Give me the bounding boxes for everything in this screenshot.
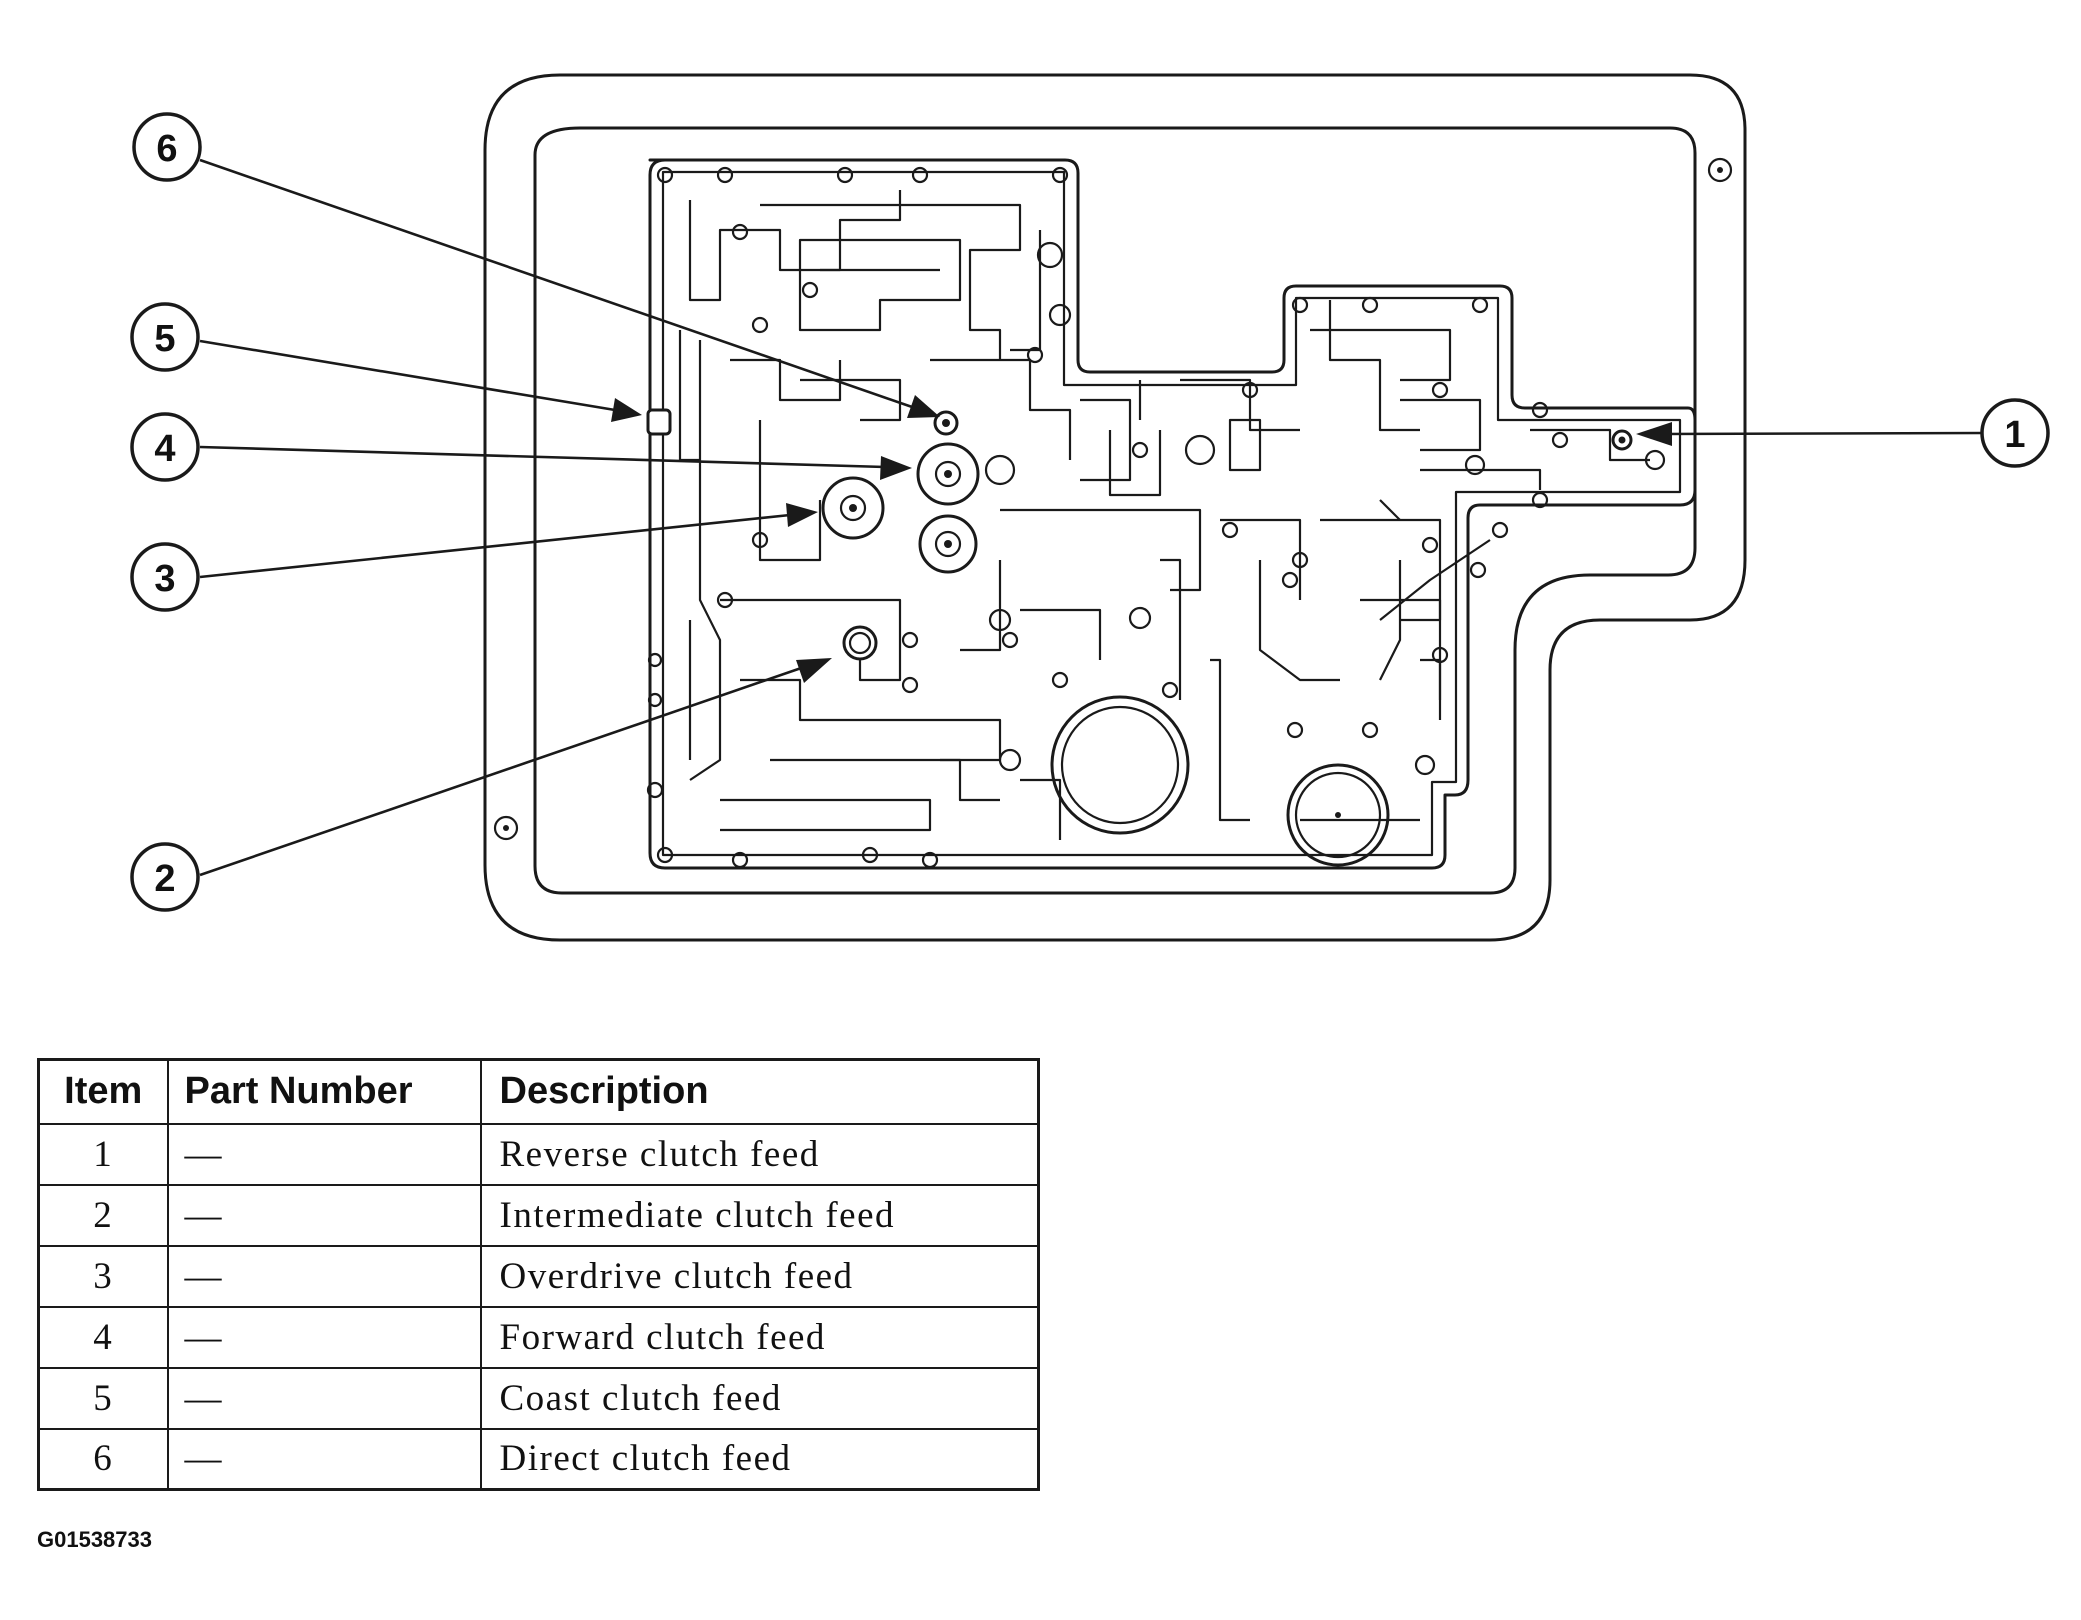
svg-text:1: 1	[2004, 414, 2025, 456]
pan-bolt-hole	[493, 815, 519, 841]
table-row: 4 — Forward clutch feed	[37, 1305, 1040, 1369]
callout-2: 2	[130, 842, 200, 912]
valve-body-outline	[648, 158, 1697, 870]
header-description: Description	[479, 1058, 1040, 1125]
valve-body-diagram: 1 2 3 4 5 6	[130, 73, 2050, 942]
svg-text:5: 5	[154, 318, 175, 360]
leader-line-5	[199, 339, 616, 412]
cell-part-number: —	[166, 1427, 482, 1491]
svg-text:6: 6	[156, 128, 177, 170]
port-forward-clutch-feed	[916, 442, 980, 506]
svg-text:3: 3	[154, 558, 175, 600]
cell-item: 5	[37, 1366, 169, 1430]
bolt-holes	[646, 166, 1666, 869]
cell-item: 6	[37, 1427, 169, 1491]
port-direct-clutch-feed	[933, 410, 959, 436]
callout-1: 1	[1980, 398, 2050, 468]
svg-text:4: 4	[154, 428, 175, 470]
cell-description: Coast clutch feed	[479, 1366, 1040, 1430]
cell-part-number: —	[166, 1305, 482, 1369]
header-item: Item	[37, 1058, 169, 1125]
port-overdrive-clutch-feed	[821, 476, 885, 540]
cell-description: Intermediate clutch feed	[479, 1183, 1040, 1247]
cell-item: 2	[37, 1183, 169, 1247]
leader-line-4	[199, 445, 886, 469]
pan-bolt-hole	[1707, 157, 1733, 183]
cell-description: Forward clutch feed	[479, 1305, 1040, 1369]
table-row: 1 — Reverse clutch feed	[37, 1122, 1040, 1186]
cell-item: 3	[37, 1244, 169, 1308]
callout-6: 6	[132, 112, 202, 182]
valve-bore-medium	[1286, 763, 1390, 867]
cell-description: Reverse clutch feed	[479, 1122, 1040, 1186]
cell-part-number: —	[166, 1122, 482, 1186]
table-row: 3 — Overdrive clutch feed	[37, 1244, 1040, 1308]
callout-5: 5	[130, 302, 200, 372]
header-part-number: Part Number	[166, 1058, 482, 1125]
port-unlabeled	[918, 514, 978, 574]
valve-bore-large	[1050, 695, 1190, 835]
table-header-row: Item Part Number Description	[37, 1058, 1040, 1125]
leader-line-6	[199, 158, 916, 410]
parts-legend-table: Item Part Number Description 1 — Reverse…	[37, 1058, 1040, 1491]
port-intermediate-clutch-feed	[842, 625, 878, 661]
port-coast-clutch-feed	[646, 408, 672, 436]
cell-part-number: —	[166, 1244, 482, 1308]
cell-item: 1	[37, 1122, 169, 1186]
svg-text:2: 2	[154, 858, 175, 900]
fluid-channels	[678, 190, 1650, 840]
leader-line-3	[199, 513, 791, 579]
pan-outer-outline	[483, 73, 1747, 942]
callout-3: 3	[130, 542, 200, 612]
cell-part-number: —	[166, 1366, 482, 1430]
leader-line-1	[1659, 431, 1986, 436]
cell-description: Direct clutch feed	[479, 1427, 1040, 1491]
port-reverse-clutch-feed	[1611, 429, 1633, 451]
cell-description: Overdrive clutch feed	[479, 1244, 1040, 1308]
figure-code: G01538733	[37, 1527, 152, 1552]
cell-item: 4	[37, 1305, 169, 1369]
table-row: 5 — Coast clutch feed	[37, 1366, 1040, 1430]
leader-line-2	[199, 663, 811, 877]
table-row: 6 — Direct clutch feed	[37, 1427, 1040, 1491]
cell-part-number: —	[166, 1183, 482, 1247]
callout-4: 4	[130, 412, 200, 482]
table-row: 2 — Intermediate clutch feed	[37, 1183, 1040, 1247]
